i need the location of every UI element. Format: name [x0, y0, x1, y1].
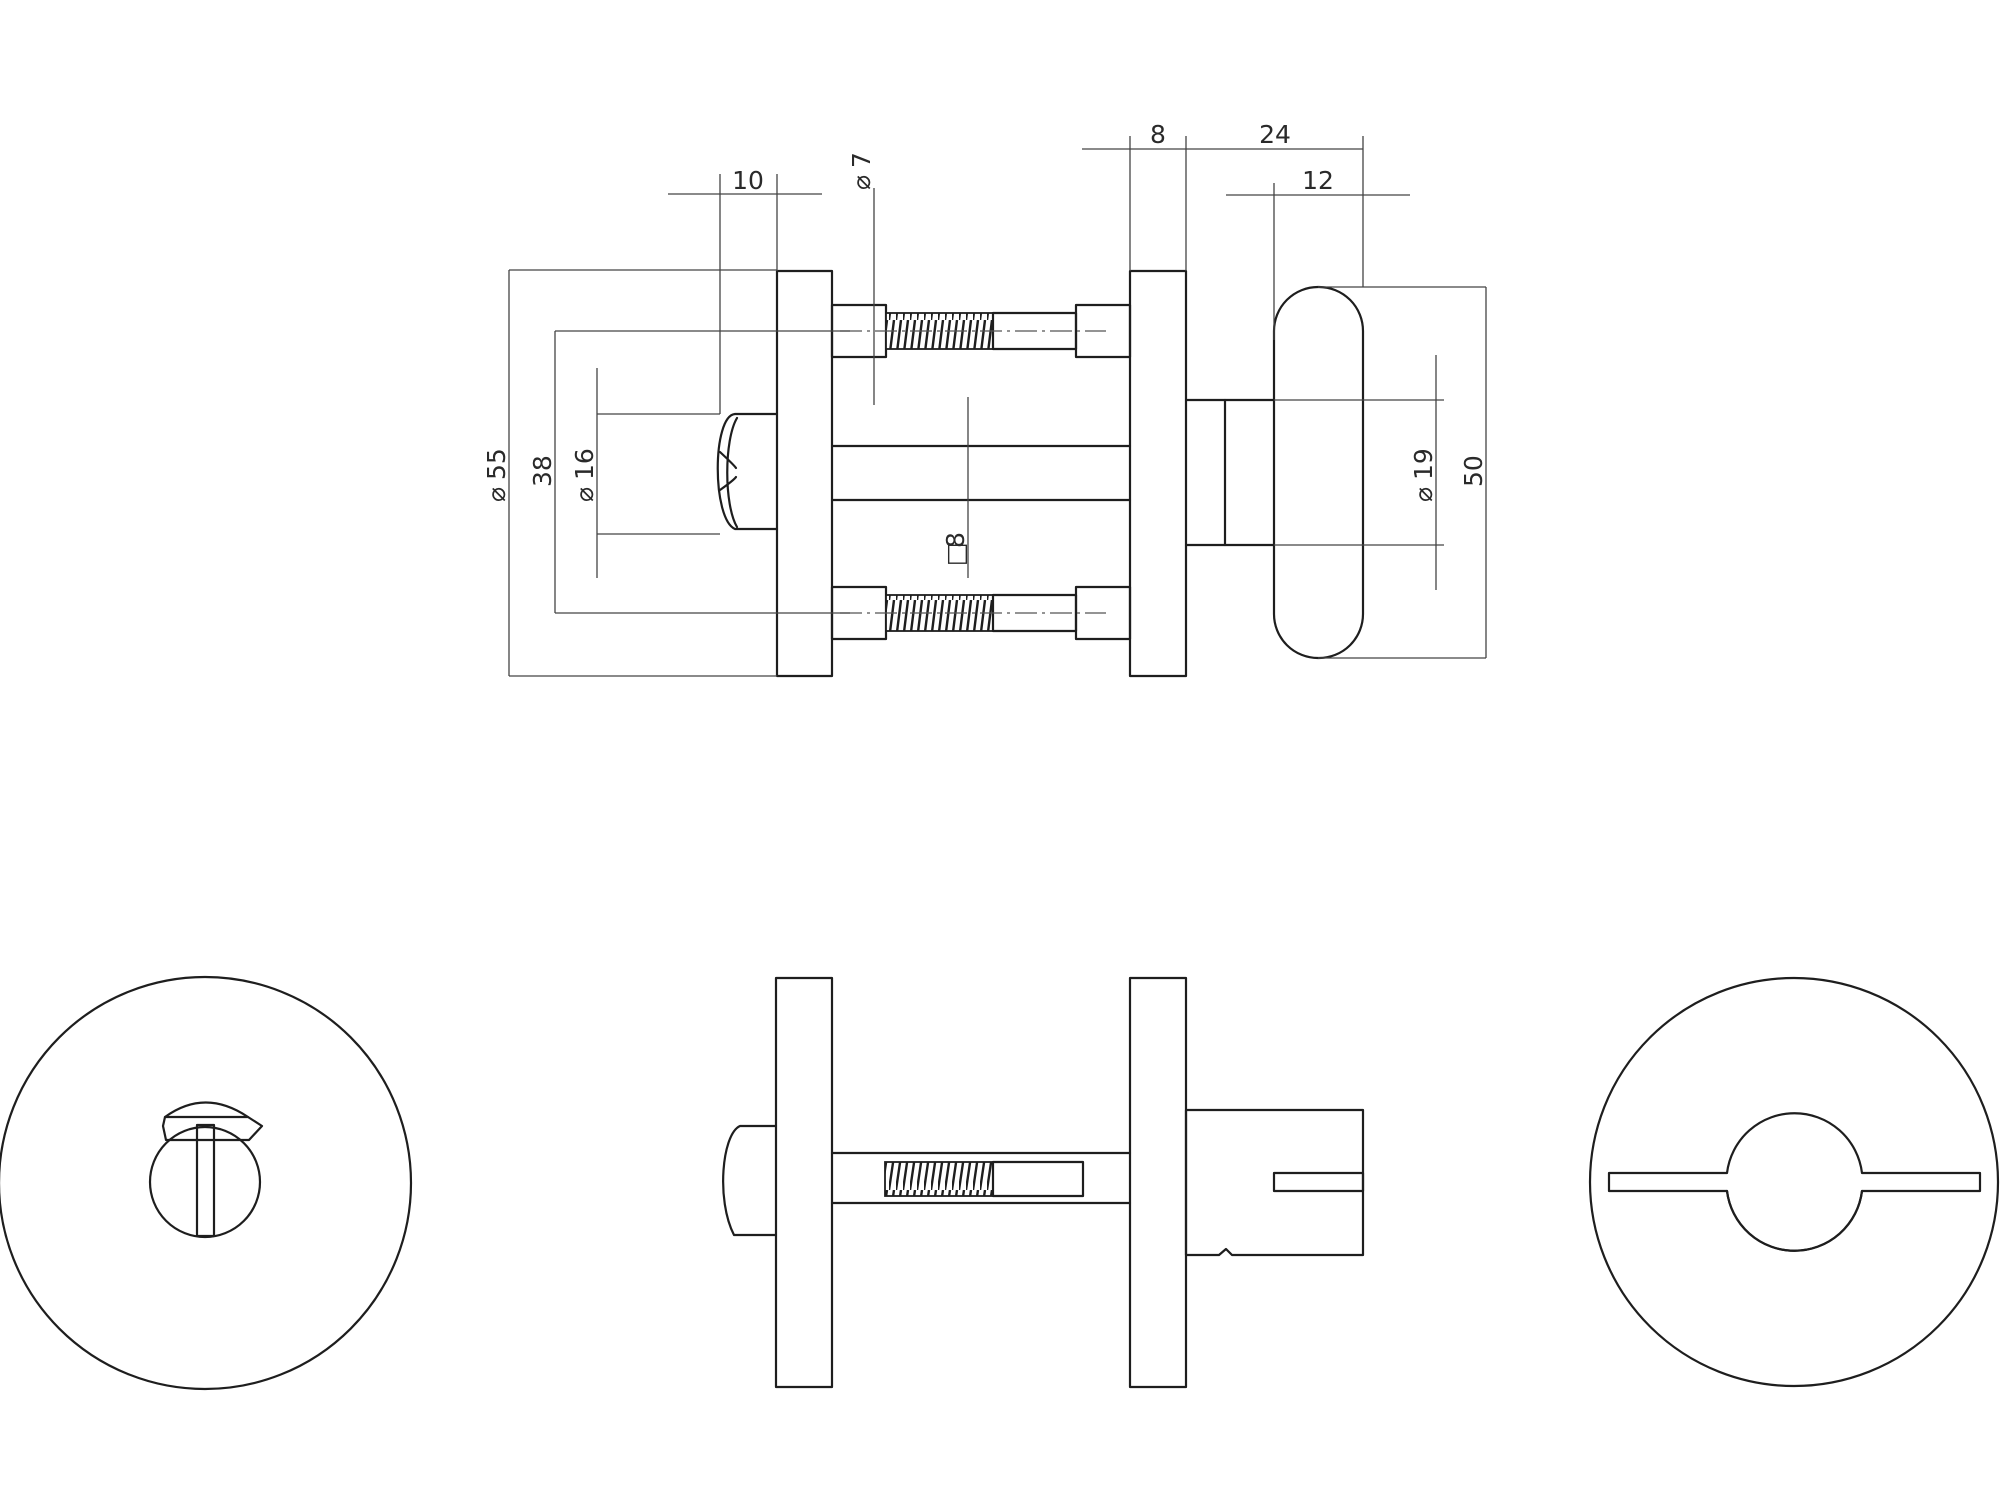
left-rose-plate	[775, 269, 834, 678]
dim-8-top-label: 8	[1150, 120, 1166, 149]
lower-left-rose-plate	[774, 976, 834, 1389]
dim-12-label: 12	[1302, 166, 1334, 195]
dim-7-diameter-symbol: ⌀	[847, 175, 876, 190]
dim-38-label: 38	[528, 455, 557, 487]
right-rose-plate	[1128, 269, 1188, 678]
side-view-lower	[722, 976, 1365, 1389]
indicator-rose-circle	[0, 975, 413, 1391]
dim-19-label: 19	[1409, 448, 1438, 480]
lower-thumbturn-slot	[1272, 1171, 1365, 1193]
dim-square-8-label: 8	[941, 532, 970, 548]
dim-55-diameter-symbol: ⌀	[482, 487, 511, 502]
lower-thumbturn-body	[1184, 1108, 1365, 1257]
thumbturn-knob-outline	[1607, 1112, 1982, 1252]
dimension-lines	[508, 136, 1487, 677]
dim-16-diameter-symbol: ⌀	[570, 487, 599, 502]
upper-fixing-bolt	[830, 303, 1132, 359]
lower-fixing-bolt	[830, 585, 1132, 641]
side-elevation-view: 10 ⌀ 7 8 24 12 ⌀ 55 38 ⌀ 16 □ 8 ⌀ 19 50	[482, 120, 1488, 678]
dim-19-diameter-symbol: ⌀	[1409, 487, 1438, 502]
indicator-slot	[195, 1123, 216, 1238]
lower-threaded-bolt	[884, 1161, 994, 1197]
dim-square-symbol: □	[941, 542, 970, 566]
indicator-dial-circle	[148, 1125, 262, 1239]
dim-55-label: 55	[482, 448, 511, 480]
dim-16-label: 16	[570, 448, 599, 480]
dim-50-label: 50	[1459, 455, 1488, 487]
lower-indicator-dome	[722, 1124, 778, 1237]
dim-7-label: 7	[847, 152, 876, 168]
lower-right-rose-plate	[1128, 976, 1188, 1389]
thumbturn-front-view	[1588, 976, 2000, 1388]
thumbturn-rose-circle	[1588, 976, 2000, 1388]
dim-24-label: 24	[1259, 120, 1291, 149]
indicator-front-view	[0, 975, 413, 1391]
spindle	[830, 444, 1132, 502]
indicator-dome	[716, 412, 779, 531]
thumbturn-neck	[1184, 398, 1276, 547]
dim-10-label: 10	[732, 166, 764, 195]
thumbturn-lever	[1272, 285, 1365, 660]
